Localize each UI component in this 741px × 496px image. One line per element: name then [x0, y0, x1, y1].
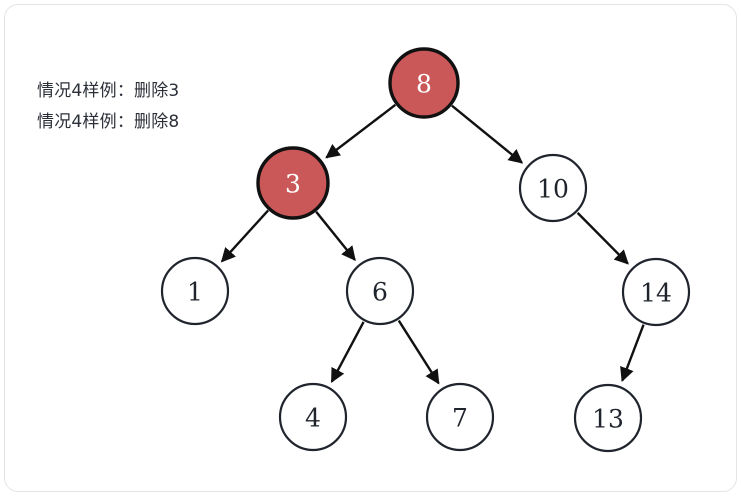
node-circle-1: [160, 256, 230, 326]
node-label-1: 1: [187, 278, 203, 307]
node-label-8: 8: [416, 70, 432, 99]
node-label-4: 4: [305, 404, 321, 433]
tree-edge-n6-n4: [330, 321, 365, 383]
tree-node-7[interactable]: 7: [425, 382, 495, 452]
node-label-3: 3: [285, 170, 301, 199]
node-label-10: 10: [537, 175, 569, 204]
tree-edge-n8-n10: [451, 104, 524, 164]
node-circle-8: [388, 47, 460, 119]
tree-edge-n3-n6: [315, 211, 356, 261]
node-circle-13: [573, 383, 643, 453]
tree-edge-n3-n1: [220, 209, 270, 263]
tree-edge-n6-n7: [397, 319, 440, 385]
tree-edge-n10-n14: [576, 212, 629, 265]
tree-node-8[interactable]: 8: [388, 47, 460, 119]
tree-node-14[interactable]: 14: [621, 257, 691, 327]
tree-node-10[interactable]: 10: [518, 153, 588, 223]
node-label-13: 13: [592, 405, 624, 434]
tree-node-6[interactable]: 6: [345, 256, 415, 326]
tree-edge-n14-n13: [620, 324, 645, 382]
caption-line-2: 情况4样例：删除8: [37, 112, 180, 132]
node-circle-14: [621, 257, 691, 327]
node-circle-6: [345, 256, 415, 326]
node-circle-10: [518, 153, 588, 223]
tree-node-3[interactable]: 3: [256, 146, 330, 220]
node-circle-4: [278, 382, 348, 452]
tree-node-13[interactable]: 13: [573, 383, 643, 453]
node-label-7: 7: [452, 404, 468, 433]
node-label-6: 6: [372, 278, 388, 307]
tree-node-4[interactable]: 4: [278, 382, 348, 452]
tree-node-1[interactable]: 1: [160, 256, 230, 326]
caption-line-1: 情况4样例：删除3: [37, 81, 180, 101]
node-circle-7: [425, 382, 495, 452]
node-label-14: 14: [640, 279, 672, 308]
tree-edges: [220, 103, 645, 385]
tree-edge-n8-n3: [325, 103, 397, 159]
caption-block: 情况4样例：删除3 情况4样例：删除8: [37, 76, 179, 138]
node-circle-3: [256, 146, 330, 220]
tree-nodes: 8 3 10 1 6 14 4 7 13: [160, 47, 691, 453]
